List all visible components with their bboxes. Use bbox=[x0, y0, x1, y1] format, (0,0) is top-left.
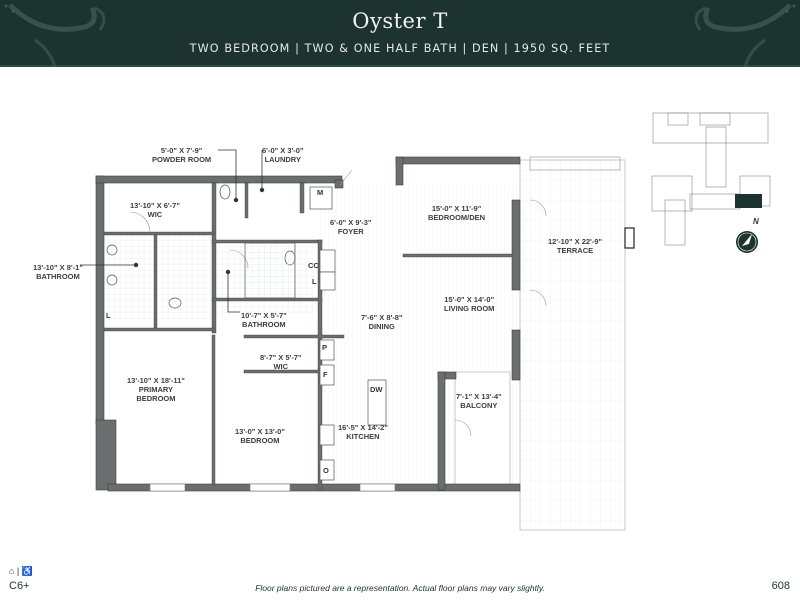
disclaimer: Floor plans pictured are a representatio… bbox=[255, 583, 545, 593]
dishwasher-label: DW bbox=[370, 385, 383, 394]
unit-code: C6+ bbox=[9, 580, 30, 592]
north-compass-icon bbox=[736, 231, 758, 253]
room-label-primary-bedroom: 13'-10" X 18'-11" PRIMARY BEDROOM bbox=[127, 376, 185, 403]
room-label-primary-bathroom: 13'-10" X 8'-1" BATHROOM bbox=[33, 263, 83, 281]
flourish-ornament-icon bbox=[694, 3, 796, 67]
oven-label: O bbox=[323, 466, 329, 475]
room-label-bedroom-2: 13'-0" X 13'-0" BEDROOM bbox=[235, 427, 285, 445]
room-label-bathroom-2: 10'-7" X 5'-7" BATHROOM bbox=[241, 311, 287, 329]
room-label-kitchen: 16'-5" X 14'-2" KITCHEN bbox=[338, 423, 388, 441]
room-label-powder-room: 5'-0" X 7'-9" POWDER ROOM bbox=[152, 146, 212, 164]
room-label-terrace: 12'-10" X 22'-9" TERRACE bbox=[548, 237, 603, 255]
coat-closet-label: CC bbox=[308, 261, 319, 270]
room-label-dining: 7'-6" X 8'-8" DINING bbox=[361, 313, 403, 331]
accessibility-icons: ⌂ | ♿ bbox=[9, 566, 33, 576]
mechanical-label: M bbox=[317, 188, 324, 197]
room-label-foyer: 6'-0" X 9'-3" FOYER bbox=[330, 218, 372, 236]
room-label-bedroom-den: 15'-0" X 11'-9" BEDROOM/DEN bbox=[428, 204, 486, 222]
room-label-living-room: 15'-0" X 14'-0" LIVING ROOM bbox=[444, 295, 495, 313]
fridge-label: F bbox=[323, 370, 328, 379]
page-number: 608 bbox=[771, 580, 790, 592]
flourish-ornament-icon bbox=[4, 3, 106, 67]
linen-primary-label: L bbox=[106, 311, 111, 320]
header-banner: Oyster T TWO BEDROOM | TWO & ONE HALF BA… bbox=[0, 0, 800, 67]
north-label: N bbox=[753, 217, 759, 226]
page-title: Oyster T bbox=[352, 9, 448, 33]
room-label-laundry: 6'-0" X 3'-0" LAUNDRY bbox=[262, 146, 304, 164]
pantry-label: P bbox=[322, 343, 328, 352]
room-label-balcony: 7'-1" X 13'-4" BALCONY bbox=[456, 392, 502, 410]
linen-label: L bbox=[312, 277, 317, 286]
room-label-wic-2: 8'-7" X 5'-7" WIC bbox=[260, 353, 302, 371]
unit-summary: TWO BEDROOM | TWO & ONE HALF BATH | DEN … bbox=[189, 42, 611, 55]
room-label-primary-wic: 13'-10" X 6'-7" WIC bbox=[130, 201, 180, 219]
